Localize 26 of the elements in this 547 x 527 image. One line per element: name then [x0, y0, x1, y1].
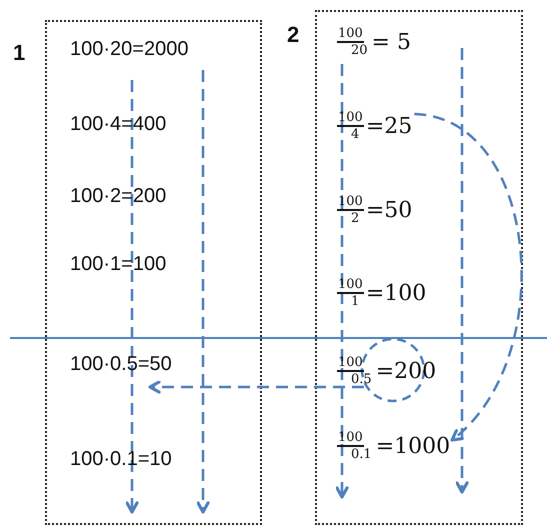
fraction-denominator: 0.5 — [350, 372, 373, 387]
equation-result: = 5 — [372, 30, 411, 54]
fraction-denominator: 4 — [350, 127, 360, 142]
equation-text: 100·20=2000 — [70, 38, 188, 61]
equation-text: 100·1=100 — [70, 253, 166, 276]
fraction-denominator: 1 — [350, 294, 360, 309]
equation-text: 100·2=200 — [70, 185, 166, 208]
equation-result: =1000 — [376, 434, 450, 458]
fraction-denominator: 20 — [350, 43, 369, 58]
fraction-denominator: 0.1 — [350, 447, 373, 462]
fraction-numerator: 100 — [337, 277, 364, 294]
fraction-numerator: 100 — [337, 110, 364, 127]
fraction-numerator: 100 — [337, 26, 364, 43]
equation-result: =100 — [366, 280, 426, 306]
fraction-numerator: 100 — [337, 430, 364, 447]
fraction-denominator: 2 — [350, 211, 360, 226]
equation-text: 100·0.5=50 — [70, 353, 172, 376]
fraction-numerator: 100 — [337, 355, 364, 372]
dashed-arrow — [414, 112, 523, 442]
equation-text: 100·0.1=10 — [70, 448, 172, 471]
panel-number: 2 — [287, 22, 300, 48]
dashed-arrow — [148, 380, 364, 394]
equation-result: =25 — [366, 114, 412, 138]
panel-number: 1 — [13, 40, 26, 66]
equation-result: =50 — [366, 198, 412, 222]
equation-result: =200 — [376, 358, 436, 384]
